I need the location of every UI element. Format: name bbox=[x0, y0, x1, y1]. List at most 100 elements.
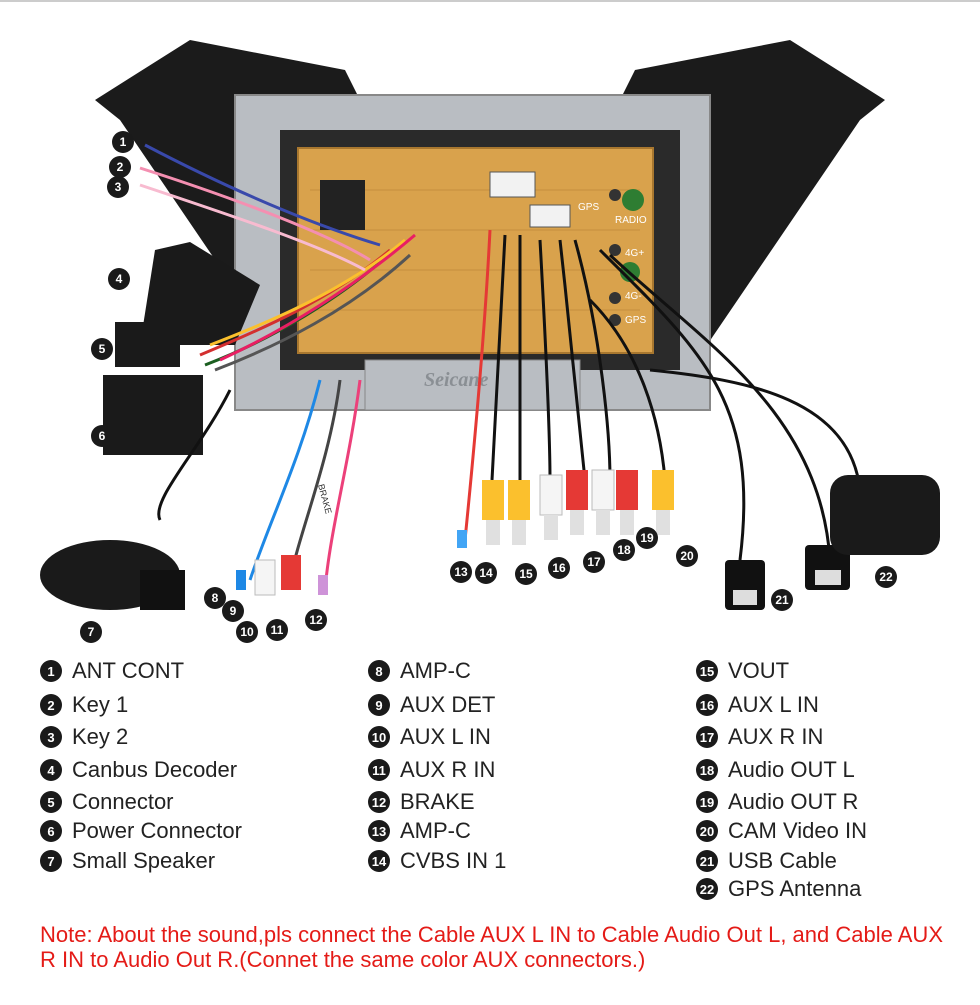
legend-number: 14 bbox=[368, 850, 390, 872]
legend-label: USB Cable bbox=[728, 848, 837, 873]
legend-label: Canbus Decoder bbox=[72, 757, 238, 782]
port-gps-bottom-label: GPS bbox=[625, 315, 646, 326]
callout-17: 17 bbox=[583, 551, 605, 573]
legend-item-10: 10 AUX L IN bbox=[368, 724, 491, 750]
callout-8: 8 bbox=[204, 587, 226, 609]
callout-3: 3 bbox=[107, 176, 129, 198]
legend-item-16: 16 AUX L IN bbox=[696, 692, 819, 718]
legend-item-8: 8 AMP-C bbox=[368, 658, 471, 684]
power-connector-block bbox=[103, 375, 203, 455]
callout-19: 19 bbox=[636, 527, 658, 549]
callout-11: 11 bbox=[266, 619, 288, 641]
legend-item-17: 17 AUX R IN bbox=[696, 724, 823, 750]
legend-number: 6 bbox=[40, 820, 62, 842]
callout-20: 20 bbox=[676, 545, 698, 567]
callout-12: 12 bbox=[305, 609, 327, 631]
legend-label: AUX L IN bbox=[400, 724, 491, 749]
callout-5: 5 bbox=[91, 338, 113, 360]
callout-21: 21 bbox=[771, 589, 793, 611]
legend-label: Small Speaker bbox=[72, 848, 216, 873]
legend-number: 22 bbox=[696, 878, 718, 900]
callout-22: 22 bbox=[875, 566, 897, 588]
legend-item-14: 14 CVBS IN 1 bbox=[368, 848, 506, 874]
callout-1: 1 bbox=[112, 131, 134, 153]
legend-label: AUX R IN bbox=[400, 757, 496, 782]
legend-number: 20 bbox=[696, 820, 718, 842]
legend-item-13: 13 AMP-C bbox=[368, 818, 471, 844]
legend-label: Audio OUT L bbox=[728, 757, 855, 782]
legend-item-21: 21 USB Cable bbox=[696, 848, 837, 874]
legend-item-4: 4 Canbus Decoder bbox=[40, 757, 237, 783]
callout-4: 4 bbox=[108, 268, 130, 290]
callout-16: 16 bbox=[548, 557, 570, 579]
legend-number: 21 bbox=[696, 850, 718, 872]
callout-2: 2 bbox=[109, 156, 131, 178]
legend-label: CVBS IN 1 bbox=[400, 848, 507, 873]
legend-item-5: 5 Connector bbox=[40, 789, 174, 815]
legend-number: 12 bbox=[368, 791, 390, 813]
legend-item-3: 3 Key 2 bbox=[40, 724, 128, 750]
legend-label: Key 2 bbox=[72, 724, 129, 749]
legend-item-6: 6 Power Connector bbox=[40, 818, 242, 844]
sound-connection-note: Note: About the sound,pls connect the Ca… bbox=[40, 922, 943, 972]
legend-label: BRAKE bbox=[400, 789, 475, 814]
legend-item-9: 9 AUX DET bbox=[368, 692, 495, 718]
callout-18: 18 bbox=[613, 539, 635, 561]
port-4g-top-label: 4G+ bbox=[625, 248, 644, 259]
legend-number: 10 bbox=[368, 726, 390, 748]
legend-number: 18 bbox=[696, 759, 718, 781]
legend-number: 7 bbox=[40, 850, 62, 872]
legend-number: 1 bbox=[40, 660, 62, 682]
legend-number: 8 bbox=[368, 660, 390, 682]
callout-13: 13 bbox=[450, 561, 472, 583]
legend-label: Key 1 bbox=[72, 692, 129, 717]
legend-item-20: 20 CAM Video IN bbox=[696, 818, 867, 844]
legend-label: GPS Antenna bbox=[728, 876, 862, 901]
callout-6: 6 bbox=[91, 425, 113, 447]
legend-number: 15 bbox=[696, 660, 718, 682]
legend-label: Connector bbox=[72, 789, 174, 814]
callout-7: 7 bbox=[80, 621, 102, 643]
legend-number: 3 bbox=[40, 726, 62, 748]
legend-item-1: 1 ANT CONT bbox=[40, 658, 184, 684]
legend-label: AMP-C bbox=[400, 818, 471, 843]
legend-item-15: 15 VOUT bbox=[696, 658, 789, 684]
brand-logo-text: Seicane bbox=[424, 369, 489, 391]
legend-item-19: 19 Audio OUT R bbox=[696, 789, 858, 815]
port-gps-label: GPS bbox=[578, 202, 599, 213]
product-photo: GPS RADIO 4G+ 4G- GPS Seicane bbox=[0, 0, 980, 610]
legend-item-11: 11 AUX R IN bbox=[368, 757, 495, 783]
legend-number: 13 bbox=[368, 820, 390, 842]
legend-label: AUX DET bbox=[400, 692, 496, 717]
brake-tag-text: BRAKE bbox=[316, 483, 334, 515]
legend-label: ANT CONT bbox=[72, 658, 185, 683]
legend-item-18: 18 Audio OUT L bbox=[696, 757, 855, 783]
legend-label: AMP-C bbox=[400, 658, 471, 683]
legend-label: Power Connector bbox=[72, 818, 242, 843]
legend-number: 17 bbox=[696, 726, 718, 748]
legend-number: 4 bbox=[40, 759, 62, 781]
legend-item-12: 12 BRAKE bbox=[368, 789, 475, 815]
connector-block bbox=[115, 322, 180, 367]
legend-number: 2 bbox=[40, 694, 62, 716]
legend-item-7: 7 Small Speaker bbox=[40, 848, 215, 874]
callout-10: 10 bbox=[236, 621, 258, 643]
legend-label: CAM Video IN bbox=[728, 818, 867, 843]
legend-label: Audio OUT R bbox=[728, 789, 859, 814]
callout-14: 14 bbox=[475, 562, 497, 584]
legend-label: AUX R IN bbox=[728, 724, 824, 749]
legend-item-22: 22 GPS Antenna bbox=[696, 876, 861, 902]
gps-antenna bbox=[830, 475, 940, 555]
canbus-decoder bbox=[140, 242, 260, 345]
legend-label: VOUT bbox=[728, 658, 790, 683]
callout-15: 15 bbox=[515, 563, 537, 585]
legend-number: 9 bbox=[368, 694, 390, 716]
legend-number: 5 bbox=[40, 791, 62, 813]
port-radio-label: RADIO bbox=[615, 215, 647, 226]
callout-9: 9 bbox=[222, 600, 244, 622]
legend-label: AUX L IN bbox=[728, 692, 819, 717]
port-4g-bottom-label: 4G- bbox=[625, 291, 642, 302]
legend-item-2: 2 Key 1 bbox=[40, 692, 128, 718]
legend-number: 11 bbox=[368, 759, 390, 781]
legend-number: 19 bbox=[696, 791, 718, 813]
